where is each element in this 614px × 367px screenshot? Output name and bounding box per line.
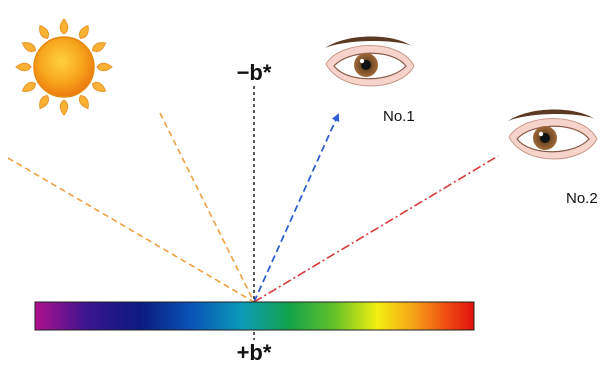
color-spectrum-bar	[34, 301, 475, 331]
incident-light-ray-2	[159, 112, 255, 303]
observer-no1-label: No.1	[383, 108, 415, 125]
sun-icon	[15, 18, 113, 116]
reflection-to-no2-line	[253, 155, 499, 303]
observer-no2-label: No.2	[566, 190, 598, 207]
axis-top-label: −b*	[237, 60, 272, 85]
axis-bottom-label: +b*	[237, 340, 272, 365]
eye-icon-no1	[325, 36, 415, 87]
reflection-to-no1-arrow	[253, 113, 340, 303]
eye-icon-no2	[508, 109, 598, 160]
incident-light-ray-1	[7, 157, 255, 303]
